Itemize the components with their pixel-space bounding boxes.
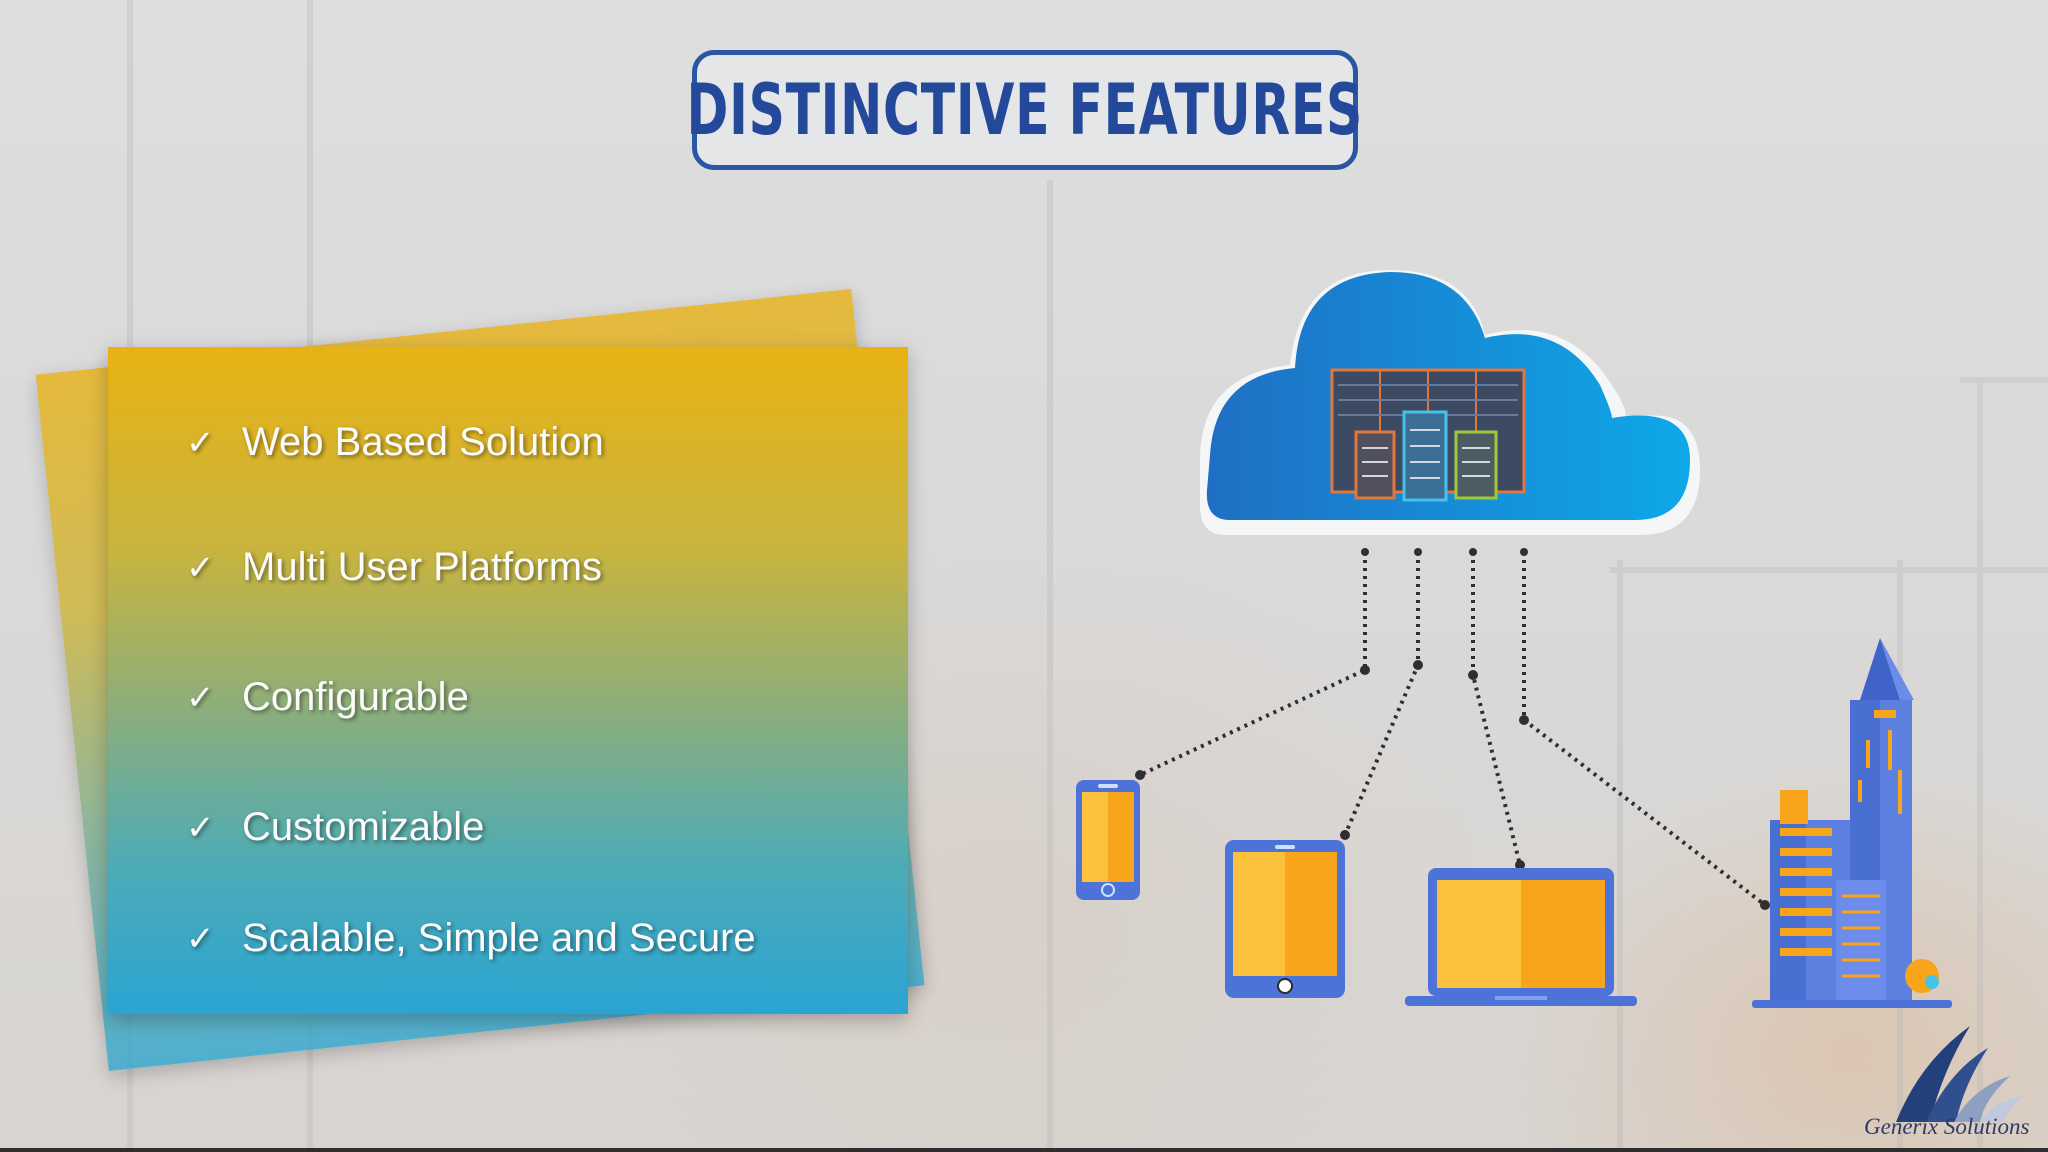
smartphone-icon [1076, 780, 1140, 900]
check-icon: ✓ [186, 678, 215, 717]
feature-label: Web Based Solution [242, 420, 604, 464]
logo-text: Generix Solutions [1864, 1114, 2030, 1139]
feature-label: Configurable [242, 675, 469, 719]
title-box: DISTINCTIVE FEATURES [687, 50, 1363, 170]
check-icon: ✓ [186, 423, 215, 462]
page-title: DISTINCTIVE FEATURES [686, 69, 1364, 151]
feature-item: ✓ Configurable [186, 675, 469, 720]
check-icon: ✓ [186, 919, 215, 958]
feature-label: Scalable, Simple and Secure [242, 916, 756, 960]
feature-item: ✓ Multi User Platforms [186, 545, 602, 590]
city-buildings-icon [1752, 638, 1952, 1008]
generix-logo-icon [1896, 1026, 2024, 1122]
feature-label: Customizable [242, 805, 485, 849]
feature-item: ✓ Scalable, Simple and Secure [186, 916, 756, 961]
feature-label: Multi User Platforms [242, 545, 603, 589]
bottom-bar [0, 1148, 2048, 1152]
feature-item: ✓ Web Based Solution [186, 420, 604, 465]
check-icon: ✓ [186, 548, 215, 587]
feature-card [108, 347, 908, 1014]
laptop-icon [1405, 868, 1637, 1006]
check-icon: ✓ [186, 808, 215, 847]
cloud-server-icon [1200, 270, 1700, 535]
feature-item: ✓ Customizable [186, 805, 484, 850]
tablet-icon [1225, 840, 1345, 998]
